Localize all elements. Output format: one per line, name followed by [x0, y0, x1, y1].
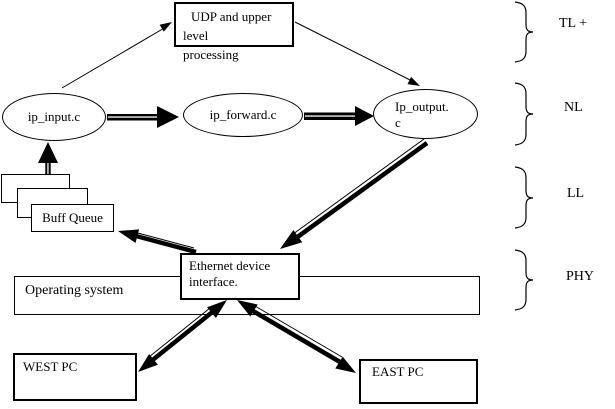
layer-label-tl: TL + — [559, 16, 587, 31]
ethernet-label-line1: Ethernet device — [189, 258, 271, 273]
layer-label-ll: LL — [567, 186, 585, 201]
node-east-pc: EAST PC — [359, 359, 478, 404]
brace-tl — [514, 1, 534, 63]
arrow-udp-to-ip-output — [294, 21, 420, 86]
layer-label-phy: PHY — [566, 269, 595, 284]
node-udp-processing: UDP and upper level processing — [174, 2, 294, 62]
ip-input-label: ip_input.c — [27, 109, 81, 124]
layer-label-nl: NL — [564, 100, 583, 115]
node-buff-queue: Buff Queue — [31, 204, 114, 232]
udp-label-line1: UDP and upper — [191, 9, 272, 24]
ip-output-label-line1: Ip_output. — [395, 99, 449, 114]
node-ip-input: ip_input.c — [2, 93, 106, 141]
os-label: Operating system — [25, 283, 124, 298]
brace-phy — [514, 249, 534, 311]
node-west-pc: WEST PC — [13, 353, 137, 401]
west-pc-label: WEST PC — [23, 359, 78, 374]
ip-output-label-line2: c — [395, 115, 401, 130]
udp-label-line2: level — [183, 28, 209, 43]
brace-nl — [514, 82, 534, 146]
node-ethernet-interface: Ethernet device interface. — [180, 253, 300, 300]
arrow-ip-input-to-udp — [61, 22, 172, 89]
brace-ll — [514, 166, 534, 229]
arrow-ethernet-to-buff-queue — [118, 229, 197, 255]
arrow-ip-forward-to-ip-output — [304, 106, 374, 126]
arrow-ip-output-to-ethernet — [280, 138, 429, 249]
ethernet-label-line2: interface. — [189, 274, 238, 289]
node-ip-output: Ip_output. c — [373, 89, 478, 139]
arrow-buff-queue-to-ip-input — [38, 142, 58, 175]
udp-label-line3: processing — [183, 47, 239, 62]
arrow-ip-input-to-ip-forward — [107, 106, 179, 128]
buff-queue-label: Buff Queue — [42, 210, 103, 225]
ip-forward-label: ip_forward.c — [209, 107, 277, 122]
node-ip-forward: ip_forward.c — [183, 93, 303, 137]
east-pc-label: EAST PC — [372, 364, 424, 379]
